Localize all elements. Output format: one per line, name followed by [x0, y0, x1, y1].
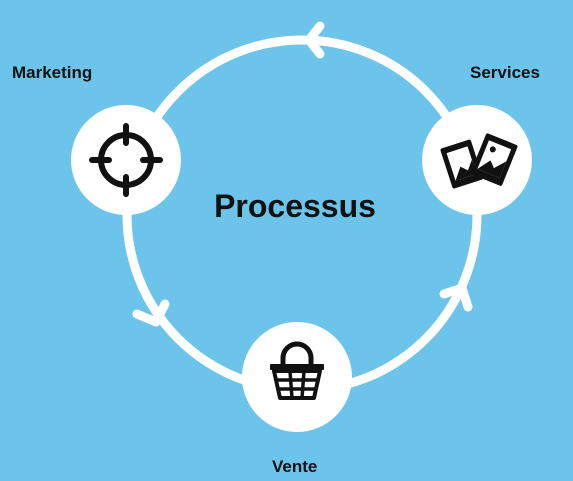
- arrowhead-left: [132, 299, 170, 327]
- node-marketing: [71, 105, 181, 215]
- node-vente-disc: [242, 322, 352, 432]
- node-services: [422, 105, 532, 215]
- arrowhead-top: [304, 21, 325, 59]
- node-vente: [242, 322, 352, 432]
- node-label-marketing: Marketing: [12, 63, 93, 82]
- node-label-services: Services: [470, 63, 540, 82]
- diagram-title: Processus: [214, 188, 376, 224]
- crosshair-icon: [89, 123, 163, 197]
- node-marketing-disc: [71, 105, 181, 215]
- shopping-basket-icon: [270, 341, 324, 400]
- photos-icon: [440, 133, 518, 189]
- node-label-vente: Vente: [272, 457, 318, 476]
- arrowhead-right: [439, 283, 473, 312]
